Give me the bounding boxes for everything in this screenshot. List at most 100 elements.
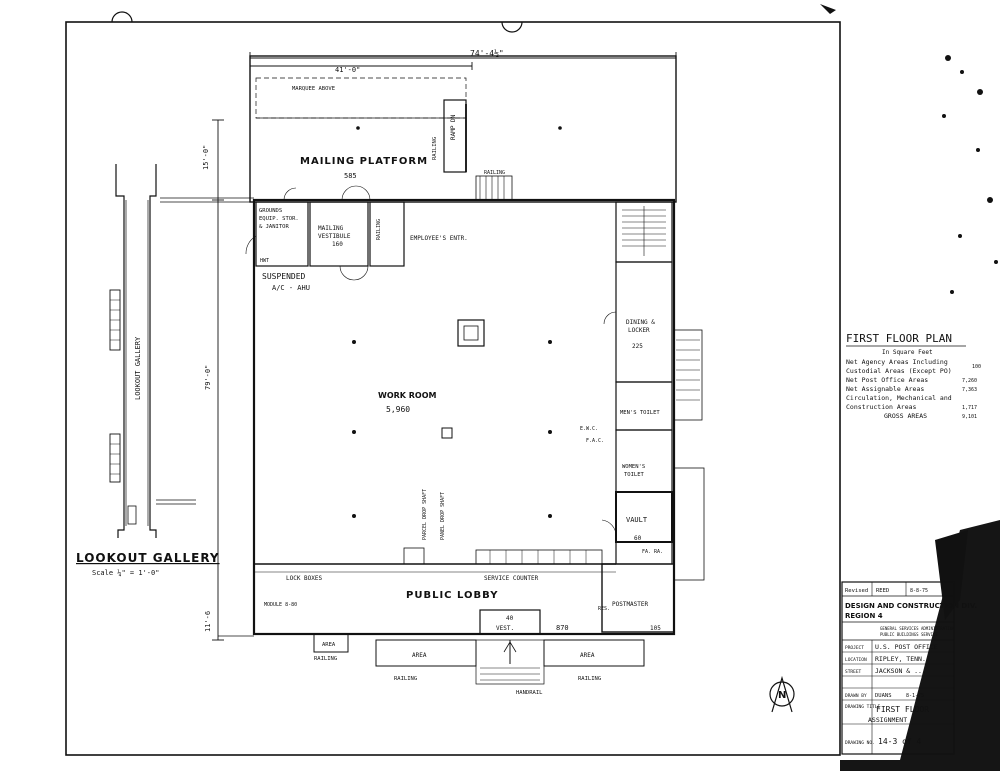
pbs-label: PUBLIC BUILDINGS SERVICE (880, 632, 938, 637)
sheet-border (65, 21, 841, 756)
grounds-label: GROUNDS (259, 208, 282, 214)
railing-label-front-left: RAILING (314, 656, 337, 662)
mailing-platform (249, 55, 677, 203)
postmaster-area: 105 (650, 625, 661, 632)
revised-date: 8-8-75 (910, 588, 928, 594)
location-label: LOCATION (845, 657, 867, 663)
area-label-right: AREA (580, 652, 595, 659)
res-label: RES. (598, 606, 610, 612)
dim-lower: 11'-6 (204, 611, 212, 632)
summary-row-5: Circulation, Mechanical and (846, 394, 952, 402)
gsa-label: GENERAL SERVICES ADMINISTRATION (880, 626, 955, 631)
panel-drop-label: PANEL DROP SHAFT (440, 492, 446, 540)
dim-depth: 79'-0" (204, 365, 212, 390)
dim-platform-depth: 15'-0" (202, 145, 210, 170)
mailing-vestibule-area: 160 (332, 241, 343, 248)
revised-label: Revised (845, 588, 868, 594)
title-block (841, 581, 955, 755)
mailing-platform-area: 585 (344, 172, 357, 180)
womens-toilet-label-2: TOILET (624, 472, 645, 478)
drawing-no-value: 14-3 of 4 (878, 737, 922, 746)
summary-gross-value: 9,101 (962, 414, 977, 420)
grounds-label-2: EQUIP. STOR. (259, 216, 299, 222)
area-label-left: AREA (412, 652, 427, 659)
vault-label: VAULT (626, 516, 648, 524)
marquee-label: MARQUEE ABOVE (292, 86, 335, 92)
mailing-vestibule-label: MAILING (318, 225, 344, 232)
railing-label-area-right: RAILING (578, 676, 601, 682)
drawn-value: DUANS (875, 693, 892, 699)
summary-value-1: 100 (972, 364, 981, 370)
employees-entrance-label: EMPLOYEE'S ENTR. (410, 235, 468, 242)
area-label-small: AREA (322, 642, 336, 648)
lookout-gallery-scale: Scale ¼" = 1'-0" (92, 569, 159, 577)
binder-hole (501, 21, 523, 33)
railing-label-area-left: RAILING (394, 676, 417, 682)
work-room-area: 5,960 (386, 405, 410, 414)
project-value: U.S. POST OFFICE (875, 643, 938, 651)
mens-toilet-label: MEN'S TOILET (620, 410, 660, 416)
north-arrow-letter: N (778, 690, 786, 701)
street-label: STREET (845, 669, 862, 675)
summary-value-6: 1,717 (962, 405, 977, 411)
mailing-platform-label: MAILING PLATFORM (300, 156, 428, 167)
summary-row-2: Custodial Areas (Except PO) (846, 367, 952, 375)
postmaster-label: POSTMASTER (612, 601, 649, 608)
summary-title: FIRST FLOOR PLAN (846, 332, 952, 345)
lookout-gallery-title: LOOKOUT GALLERY (76, 551, 220, 565)
ramp-label: RAMP DN (450, 114, 457, 140)
agency-label: DESIGN AND CONSTRUCTION DIV. (845, 602, 977, 610)
work-room-label: WORK ROOM (378, 391, 437, 400)
summary-row-1: Net Agency Areas Including (846, 358, 948, 366)
summary-units: In Square Feet (882, 349, 933, 356)
grounds-label-3: & JANITOR (259, 224, 289, 230)
lookout-gallery-vertical-label: LOOKOUT GALLERY (134, 336, 142, 400)
dimension-lines (212, 52, 677, 641)
summary-row-3: Net Post Office Areas (846, 376, 928, 384)
building-walls (160, 185, 705, 685)
suspended-label: SUSPENDED (262, 272, 306, 281)
railing-label-ramp: RAILING (432, 137, 438, 160)
region-label: REGION 4 (845, 612, 883, 620)
dim-overall-width: 74'-4½" (470, 48, 504, 58)
summary-value-4: 7,363 (962, 387, 977, 393)
vestibule-label: VEST. (496, 625, 514, 632)
lock-boxes-label: LOCK BOXES (286, 575, 323, 582)
public-lobby-label: PUBLIC LOBBY (406, 590, 498, 601)
summary-value-3: 7,260 (962, 378, 977, 384)
railing-label-stair: RAILING (484, 170, 505, 176)
north-arrow-icon (769, 675, 795, 713)
drawn-date: 8-1-75 (906, 693, 924, 699)
drawing-title-value: FIRST FLOOR (876, 705, 929, 714)
dining-area: 225 (632, 343, 643, 350)
dim-platform-width: 41'-0" (335, 66, 360, 74)
dining-label-2: LOCKER (628, 327, 650, 334)
binder-hole (111, 11, 133, 23)
mailing-vestibule-label-2: VESTIBULE (318, 233, 351, 240)
street-value: JACKSON & ... (875, 667, 926, 675)
module-label: MODULE 8-80 (264, 602, 297, 608)
hwt-label: HWT (260, 258, 269, 264)
lobby-area: 870 (556, 624, 569, 632)
railing-label-vest: RAILING (376, 219, 382, 240)
summary-row-6: Construction Areas (846, 403, 917, 411)
ewc-label: E.W.C. (580, 426, 598, 432)
parcel-drop-label: PARCEL DROP SHAFT (422, 489, 428, 540)
drawing-title-label: DRAWING TITLE (845, 704, 881, 710)
fac-label: F.A.C. (586, 438, 604, 444)
ac-ahu-label: A/C - AHU (272, 284, 310, 292)
service-counter-label: SERVICE COUNTER (484, 575, 539, 582)
dining-label: DINING & (626, 319, 655, 326)
assignment-label: ASSIGNMENT (868, 716, 907, 724)
womens-toilet-label: WOMEN'S (622, 464, 645, 470)
summary-gross-label: GROSS AREAS (884, 412, 927, 420)
drawing-no-label: DRAWING NO. (845, 740, 875, 746)
scan-noise (820, 4, 1000, 771)
location-value: RIPLEY, TENN. (875, 655, 926, 663)
lookout-gallery-drawing (109, 164, 196, 538)
drawn-label: DRAWN BY (845, 693, 867, 699)
fa-ra-label: FA. RA. (642, 549, 663, 555)
vault-area: 60 (634, 535, 642, 542)
